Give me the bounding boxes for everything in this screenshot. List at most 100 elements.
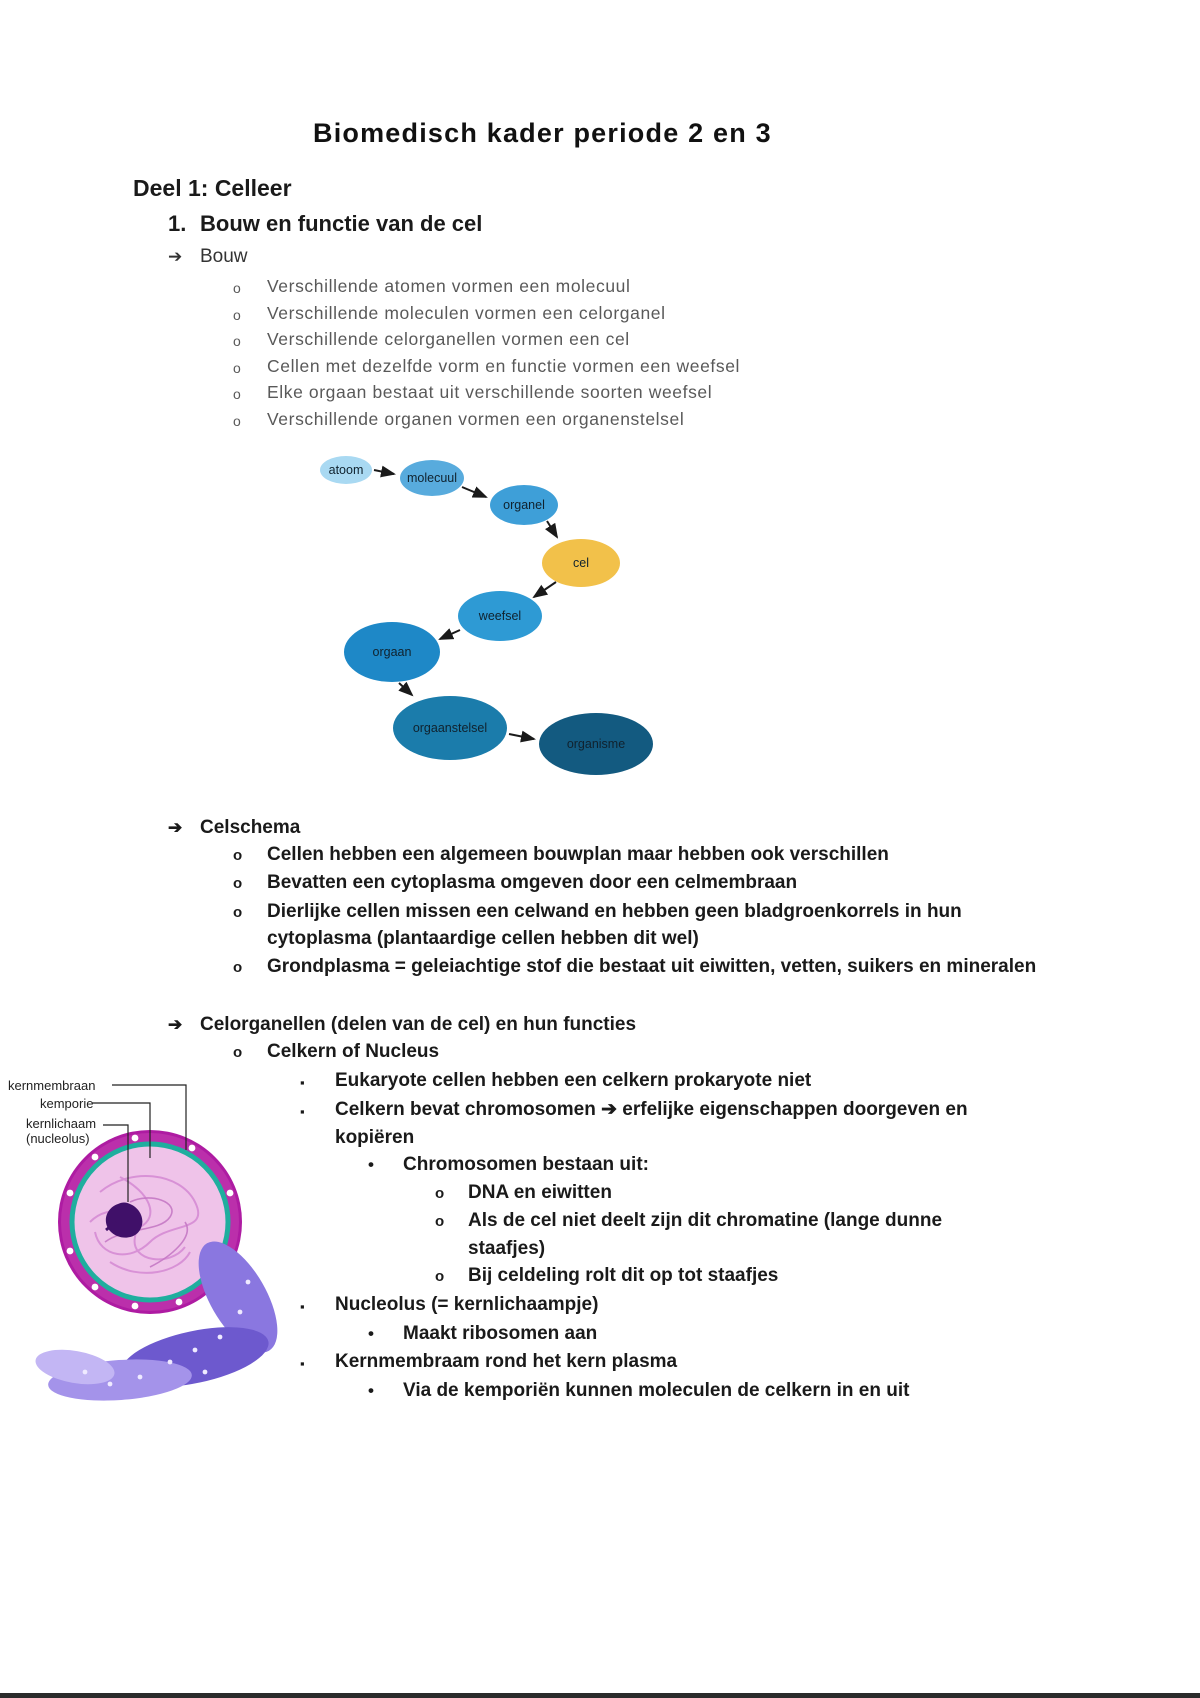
list-item-text: Bij celdeling rolt dit op tot staafjes [468, 1265, 779, 1287]
circle-bullet-icon: o [233, 1044, 243, 1062]
bullet-celorganellen: ➔ Celorganellen (delen van de cel) en hu… [0, 1011, 1200, 1038]
square-bullet-icon: ▪ [300, 1104, 305, 1120]
bullet-bouw: ➔ Bouw [0, 243, 1200, 270]
list-item: o Cellen met dezelfde vorm en functie vo… [0, 354, 1200, 381]
circle-bullet-icon: o [233, 903, 243, 921]
list-item: ▪ Celkern bevat chromosomen ➔ erfelijke … [0, 1096, 1200, 1151]
celkern-label: Celkern of Nucleus [267, 1041, 440, 1063]
list-item: • Via de kemporiën kunnen moleculen de c… [0, 1377, 1200, 1405]
bullet-celkern: o Celkern of Nucleus [0, 1038, 1200, 1067]
bullet-celschema: ➔ Celschema [0, 814, 1200, 841]
list-item: ▪ Kernmembraam rond het kern plasma [0, 1348, 1200, 1378]
nucleus-figure: kernmembraan kemporie kernlichaam (nucle… [0, 1072, 310, 1412]
list-item-text: Nucleolus (= kernlichaampje) [335, 1293, 599, 1315]
list-item-text: Via de kemporiën kunnen moleculen de cel… [403, 1380, 910, 1402]
list-item: o Cellen hebben een algemeen bouwplan ma… [0, 841, 1200, 870]
circle-bullet-icon: o [233, 846, 243, 864]
circle-bullet-icon: o [233, 306, 242, 323]
diagram-node-orgaan: orgaan [344, 621, 440, 682]
celschema-list: o Cellen hebben een algemeen bouwplan ma… [0, 841, 1200, 982]
page-title: Biomedisch kader periode 2 en 3 [313, 118, 772, 148]
diagram-node-cel: cel [542, 538, 620, 587]
list-item: o Verschillende atomen vormen een molecu… [0, 274, 1200, 301]
circle-bullet-icon: o [233, 958, 243, 976]
list-item: o Bevatten een cytoplasma omgeven door e… [0, 869, 1200, 898]
list-item: ▪ Nucleolus (= kernlichaampje) [0, 1291, 1200, 1321]
list-item: o Grondplasma = geleiachtige stof die be… [0, 953, 1200, 982]
list-item: ▪ Eukaryote cellen hebben een celkern pr… [0, 1067, 1200, 1097]
diagram-node-organisme: organisme [539, 712, 653, 775]
list-item-text: Celkern bevat chromosomen ➔ erfelijke ei… [335, 1099, 968, 1148]
circle-bullet-icon: o [233, 359, 242, 376]
diagram-node-label: orgaan [372, 644, 412, 659]
circle-bullet-icon: o [435, 1184, 445, 1202]
list-item: o Verschillende organen vormen een organ… [0, 407, 1200, 434]
square-bullet-icon: ▪ [300, 1298, 305, 1314]
celorganellen-label: Celorganellen (delen van de cel) en hun … [200, 1014, 637, 1036]
diagram-node-weefsel: weefsel [458, 590, 542, 641]
list-item-text: Verschillende celorganellen vormen een c… [267, 329, 630, 350]
list-item-text: Verschillende organen vormen een organen… [267, 408, 685, 429]
diagram-node-orgaanstelsel: orgaanstelsel [393, 695, 507, 760]
dot-bullet-icon: • [368, 1381, 374, 1401]
list-item: o Verschillende moleculen vormen een cel… [0, 301, 1200, 328]
figure-label-kernlichaam-line1: kernlichaam [26, 1116, 97, 1131]
list-item-text: Kernmembraam rond het kern plasma [335, 1350, 678, 1372]
figure-label-kernmembraan: kernmembraan [8, 1078, 96, 1093]
diagram-node-molecuul: molecuul [400, 459, 464, 496]
list-item-text: Maakt ribosomen aan [403, 1323, 598, 1345]
circle-bullet-icon: o [233, 875, 243, 893]
list-item-text: Bevatten een cytoplasma omgeven door een… [267, 872, 798, 894]
diagram-node-label: molecuul [406, 470, 458, 485]
list-item-text: Dierlijke cellen missen een celwand en h… [267, 900, 962, 950]
diagram-node-label: organisme [566, 736, 626, 751]
list-item-text: DNA en eiwitten [468, 1181, 612, 1203]
list-item-text: Cellen hebben een algemeen bouwplan maar… [267, 843, 889, 865]
list-item-text: Grondplasma = geleiachtige stof die best… [267, 955, 1037, 977]
arrow-bullet-icon: ➔ [168, 1015, 183, 1035]
list-item-text: Verschillende atomen vormen een molecuul [267, 276, 631, 296]
list-item-text: Verschillende moleculen vormen een celor… [267, 302, 666, 323]
arrow-bullet-icon: ➔ [168, 817, 183, 837]
list-item: o Dierlijke cellen missen een celwand en… [0, 898, 1200, 953]
circle-bullet-icon: o [435, 1268, 445, 1286]
square-bullet-icon: ▪ [300, 1074, 305, 1090]
list-item: o Als de cel niet deelt zijn dit chromat… [0, 1207, 1200, 1262]
list-item: • Chromosomen bestaan uit: [0, 1151, 1200, 1179]
nucleus-illustration [35, 1084, 278, 1401]
bouw-label: Bouw [200, 246, 248, 267]
list-item: • Maakt ribosomen aan [0, 1320, 1200, 1348]
list-item: o Verschillende celorganellen vormen een… [0, 327, 1200, 354]
circle-bullet-icon: o [233, 280, 242, 296]
diagram-node-organel: organel [490, 484, 558, 525]
list-item-text: Elke orgaan bestaat uit verschillende so… [267, 382, 713, 403]
list-item-text: Eukaryote cellen hebben een celkern prok… [335, 1069, 812, 1091]
diagram-node-label: organel [503, 497, 545, 512]
dot-bullet-icon: • [368, 1155, 374, 1175]
diagram-arrows [373, 465, 559, 742]
circle-bullet-icon: o [435, 1213, 445, 1231]
diagram-node-label: atoom [328, 462, 364, 477]
figure-label-kemporie: kemporie [40, 1096, 94, 1111]
list-item-text: Als de cel niet deelt zijn dit chromatin… [468, 1210, 943, 1259]
celschema-label: Celschema [200, 816, 301, 838]
dot-bullet-icon: • [368, 1324, 374, 1344]
diagram-node-label: weefsel [478, 608, 522, 623]
circle-bullet-icon: o [233, 412, 242, 429]
figure-label-kernlichaam: kernlichaam (nucleolus) [26, 1116, 96, 1146]
section-number: 1. [168, 211, 187, 236]
diagram-node-label: cel [573, 555, 589, 570]
part-heading: Deel 1: Celleer [133, 175, 292, 201]
list-item: o DNA en eiwitten [0, 1179, 1200, 1208]
square-bullet-icon: ▪ [300, 1355, 305, 1371]
diagram-node-label: orgaanstelsel [412, 720, 488, 735]
bouw-list: o Verschillende atomen vormen een molecu… [0, 274, 1200, 434]
figure-label-kernlichaam-line2: (nucleolus) [26, 1131, 90, 1146]
list-item-text: Cellen met dezelfde vorm en functie vorm… [267, 355, 741, 376]
section-title: Bouw en functie van de cel [200, 211, 483, 236]
circle-bullet-icon: o [233, 386, 242, 403]
arrow-bullet-icon: ➔ [168, 247, 183, 266]
diagram-node-atoom: atoom [320, 455, 372, 484]
circle-bullet-icon: o [233, 333, 242, 350]
